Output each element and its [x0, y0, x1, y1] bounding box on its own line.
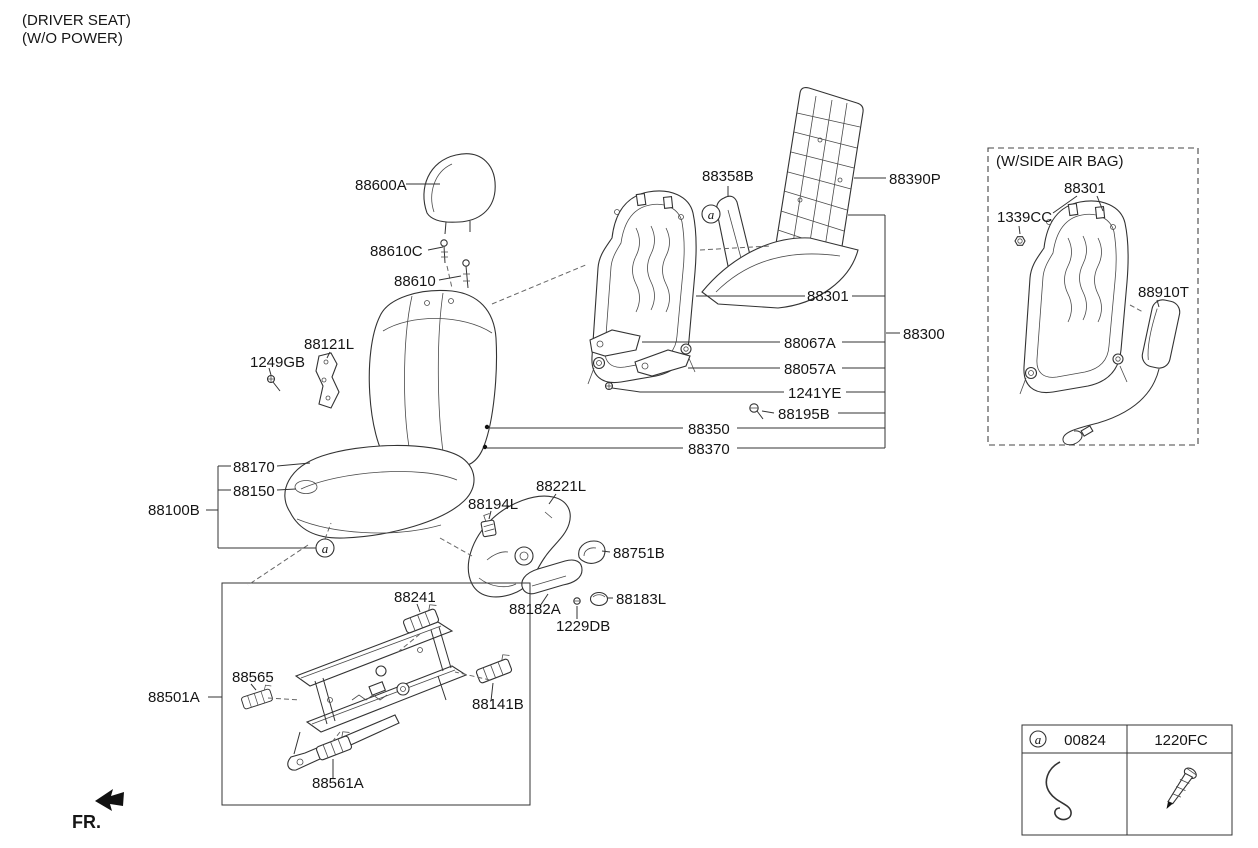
part-label-88241: 88241 — [394, 589, 436, 606]
part-label-1241YE: 1241YE — [788, 385, 841, 402]
callout-marker-a-beltguide: a — [701, 204, 721, 224]
callout-marker-a-cushion: a — [315, 538, 335, 558]
screw-1229DB — [573, 597, 581, 605]
leader-lines — [206, 177, 1160, 778]
part-label-88390P: 88390P — [889, 171, 941, 188]
back-panel-88390P — [774, 87, 864, 278]
headrest-guide-88610 — [462, 259, 470, 289]
screw-1241YE — [604, 381, 614, 391]
part-label-88610C: 88610C — [370, 243, 423, 260]
headrest-guide-88610C — [440, 239, 448, 264]
part-label-88221L: 88221L — [536, 478, 586, 495]
legend-code-1220FC: 1220FC — [1154, 732, 1208, 749]
seatback-frame-airbag — [1019, 200, 1129, 395]
callout-a-text: a — [708, 207, 715, 222]
part-label-88610: 88610 — [394, 273, 436, 290]
clip-88141B — [473, 652, 516, 685]
part-label-88183L: 88183L — [616, 591, 666, 608]
part-label-88195B: 88195B — [778, 406, 830, 423]
side-bracket-88121L — [315, 352, 340, 409]
callout-a-text: a — [322, 541, 329, 556]
part-label-88561A: 88561A — [312, 775, 364, 792]
clip-88565 — [239, 683, 277, 710]
nut-1339CC — [1014, 236, 1026, 246]
screw-1249GB — [266, 374, 281, 392]
side-airbag-title: (W/SIDE AIR BAG) — [996, 153, 1124, 170]
screw-88195B — [749, 403, 764, 420]
track-assembly-drawing — [287, 621, 468, 771]
part-label-88358B: 88358B — [702, 168, 754, 185]
part-label-88182A: 88182A — [509, 601, 561, 618]
part-label-88350: 88350 — [688, 421, 730, 438]
legend-code-00824: 00824 — [1064, 732, 1106, 749]
headrest-drawing — [423, 153, 496, 235]
title-block: (DRIVER SEAT) (W/O POWER) — [22, 12, 131, 47]
airbag-module-88910T — [1062, 299, 1181, 446]
construction-lines — [247, 245, 1144, 743]
part-label-88300: 88300 — [903, 326, 945, 343]
seat-cushion-drawing — [284, 444, 475, 539]
part-label-88141B: 88141B — [472, 696, 524, 713]
handle-88751B — [578, 540, 606, 564]
side-airbag-box — [987, 147, 1199, 446]
legend-marker-a-text: a — [1035, 732, 1042, 747]
screw-icon — [1166, 767, 1197, 810]
part-label-88600A: 88600A — [355, 177, 407, 194]
front-direction-label: FR. — [72, 812, 101, 832]
legend-table: a 00824 1220FC — [1021, 724, 1233, 836]
diagram-title-line1: (DRIVER SEAT) — [22, 12, 131, 29]
track-assembly-box — [221, 582, 531, 806]
knob-88183L — [589, 591, 609, 607]
back-panel-lower — [701, 237, 859, 309]
part-label-88100B: 88100B — [148, 502, 200, 519]
part-label-88121L: 88121L — [304, 336, 354, 353]
part-label-1229DB: 1229DB — [556, 618, 610, 635]
part-label-88301: 88301 — [807, 288, 849, 305]
hook-spring-icon — [1045, 761, 1072, 821]
side-airbag-labels: (W/SIDE AIR BAG) 88301 1339CC 88910T — [996, 153, 1189, 301]
part-label-1249GB: 1249GB — [250, 354, 305, 371]
part-label-airbag-88301: 88301 — [1064, 180, 1106, 197]
part-label-88194L: 88194L — [468, 496, 518, 513]
lever-88182A — [521, 559, 583, 595]
part-labels: 88600A 88610C 88610 88358B 88390P 88301 … — [148, 168, 945, 792]
part-label-88370: 88370 — [688, 441, 730, 458]
part-label-88565: 88565 — [232, 669, 274, 686]
part-label-88751B: 88751B — [613, 545, 665, 562]
part-label-88501A: 88501A — [148, 689, 200, 706]
diagram-title-line2: (W/O POWER) — [22, 30, 123, 47]
recliner-bracket-88067A — [589, 329, 641, 357]
front-direction-arrow-icon — [95, 789, 124, 811]
seatback-cushion-drawing — [368, 289, 498, 469]
part-label-1339CC: 1339CC — [997, 209, 1052, 226]
part-label-88067A: 88067A — [784, 335, 836, 352]
part-label-88910T: 88910T — [1138, 284, 1189, 301]
front-direction-marker: FR. — [72, 789, 124, 832]
part-label-88150: 88150 — [233, 483, 275, 500]
legend-marker-a: a — [1029, 730, 1047, 748]
recliner-lever-88057A — [634, 349, 691, 377]
clip-88194L — [480, 513, 497, 538]
part-label-88057A: 88057A — [784, 361, 836, 378]
part-label-88170: 88170 — [233, 459, 275, 476]
